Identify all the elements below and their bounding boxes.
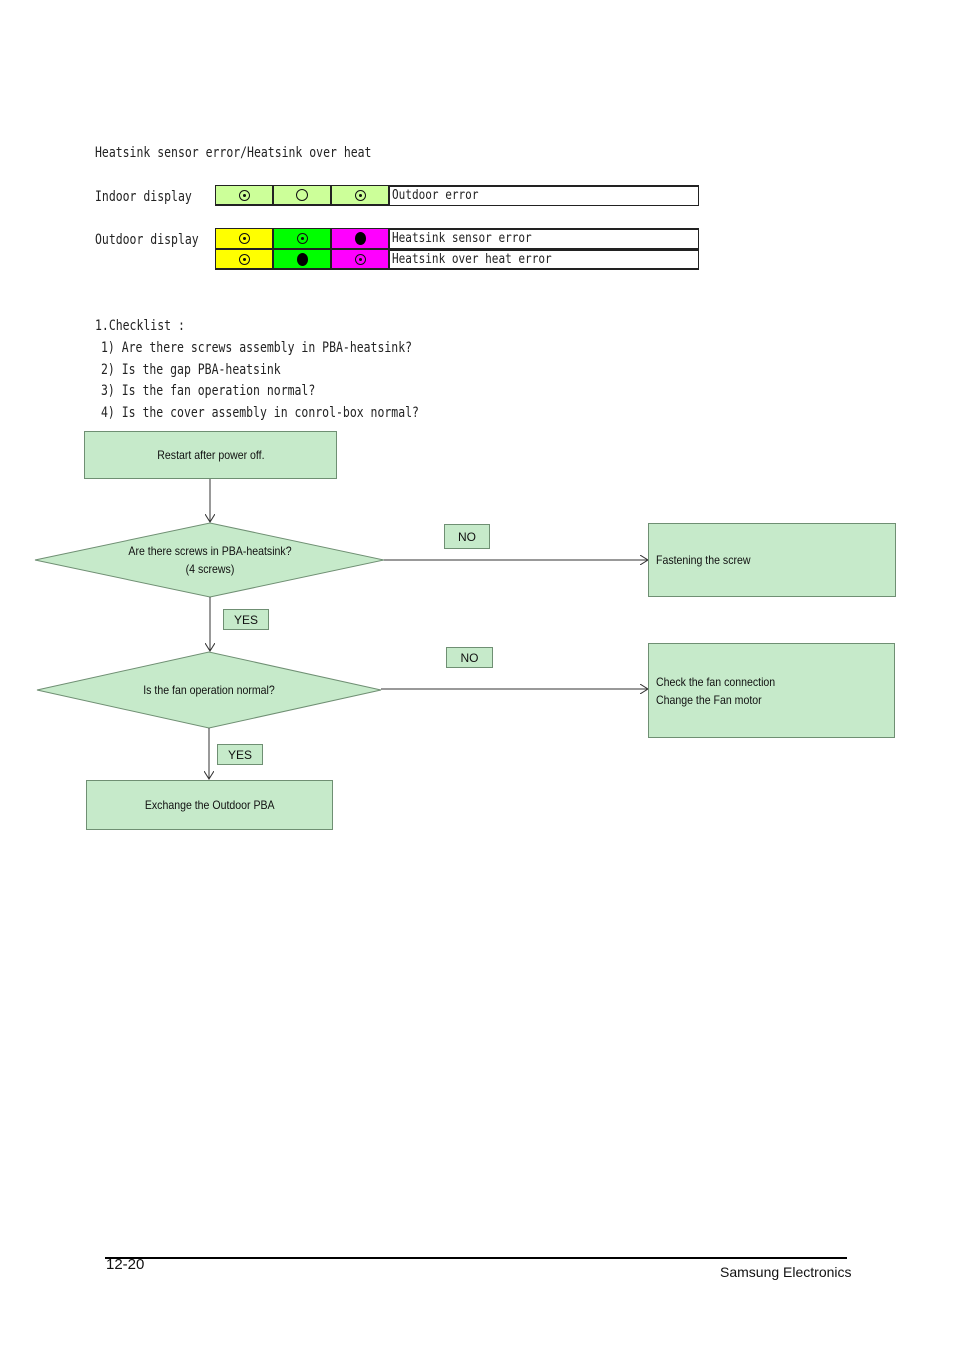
indoor-error-description: Outdoor error bbox=[389, 185, 699, 206]
checklist-item: 2) Is the gap PBA-heatsink bbox=[101, 362, 281, 378]
outdoor-row1-led-1 bbox=[215, 228, 273, 249]
fastening-screw-box: Fastening the screw bbox=[648, 523, 896, 597]
decision1-text: Are there screws in PBA-heatsink? (4 scr… bbox=[122, 542, 298, 578]
outdoor-row1-led-3 bbox=[331, 228, 389, 249]
led-on-icon bbox=[354, 232, 366, 245]
no-label-1: NO bbox=[444, 524, 490, 549]
exchange-pba-box: Exchange the Outdoor PBA bbox=[86, 780, 333, 830]
checklist-item: 3) Is the fan operation normal? bbox=[101, 383, 316, 399]
led-on-icon bbox=[296, 252, 308, 266]
checklist-item: 1) Are there screws assembly in PBA-heat… bbox=[101, 340, 413, 356]
check-fan-box: Check the fan connection Change the Fan … bbox=[648, 643, 895, 738]
outdoor-error-description-2: Heatsink over heat error bbox=[389, 249, 699, 270]
led-blink-icon bbox=[354, 189, 366, 201]
checklist-item: 4) Is the cover assembly in conrol-box n… bbox=[101, 405, 419, 421]
indoor-led-1 bbox=[215, 185, 273, 206]
led-blink-icon bbox=[238, 233, 250, 244]
check-fan-line1: Check the fan connection bbox=[656, 674, 776, 689]
indoor-led-3 bbox=[331, 185, 389, 206]
outdoor-row2-led-3 bbox=[331, 249, 389, 270]
page-number: 12-20 bbox=[106, 1256, 145, 1273]
led-blink-icon bbox=[238, 253, 250, 265]
yes-label-1: YES bbox=[223, 609, 269, 630]
no-label-2: NO bbox=[446, 647, 493, 668]
led-off-icon bbox=[296, 189, 308, 201]
page-title: Heatsink sensor error/Heatsink over heat bbox=[95, 145, 372, 161]
decision1-line1: Are there screws in PBA-heatsink? bbox=[128, 544, 292, 558]
checklist-heading: 1.Checklist : bbox=[95, 318, 185, 334]
led-blink-icon bbox=[238, 189, 250, 201]
company-name: Samsung Electronics bbox=[720, 1264, 852, 1280]
restart-box: Restart after power off. bbox=[84, 431, 337, 479]
outdoor-display-label: Outdoor display bbox=[95, 232, 199, 248]
decision2-diamond bbox=[36, 651, 382, 729]
footer-rule bbox=[105, 1257, 847, 1259]
indoor-led-2 bbox=[273, 185, 331, 206]
outdoor-row2-led-2 bbox=[273, 249, 331, 270]
yes-label-2: YES bbox=[217, 744, 263, 765]
outdoor-error-description-1: Heatsink sensor error bbox=[389, 228, 699, 249]
led-blink-icon bbox=[354, 253, 366, 265]
decision1-line2: (4 screws) bbox=[185, 562, 235, 576]
outdoor-row2-led-1 bbox=[215, 249, 273, 270]
decision2-text: Is the fan operation normal? bbox=[143, 683, 275, 697]
outdoor-row1-led-2 bbox=[273, 228, 331, 249]
led-blink-icon bbox=[296, 233, 308, 244]
check-fan-line2: Change the Fan motor bbox=[656, 692, 762, 707]
indoor-display-label: Indoor display bbox=[95, 189, 192, 205]
